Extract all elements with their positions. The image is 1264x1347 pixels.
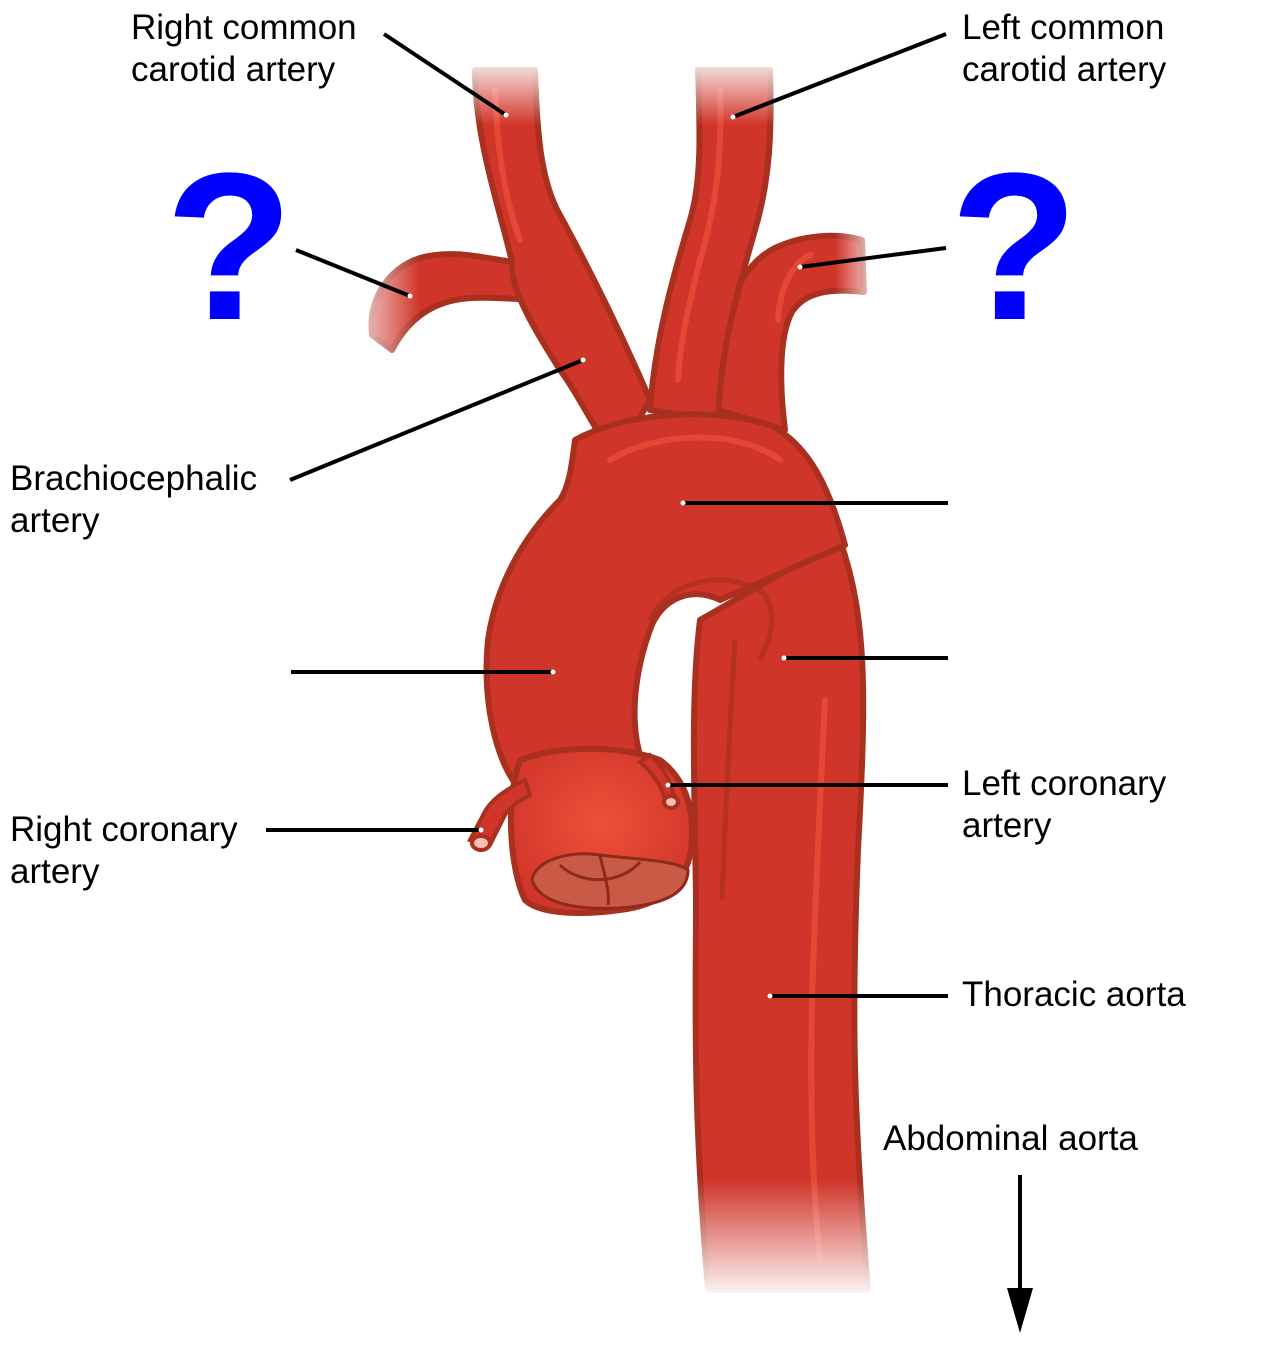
- label-right-coronary: Right coronary artery: [10, 810, 238, 891]
- question-mark-icon: ?: [950, 129, 1079, 364]
- leader-right-subclavian: [295, 248, 411, 298]
- question-mark-icon: ?: [165, 129, 294, 364]
- label-left-coronary: Left coronary artery: [962, 764, 1167, 845]
- bottom-fade: [680, 1180, 890, 1300]
- label-left-common-carotid: Left common carotid artery: [962, 8, 1167, 89]
- arch-shadow: [647, 577, 775, 901]
- aortic-valve: [530, 852, 690, 910]
- label-abdominal-aorta: Abdominal aorta: [883, 1119, 1138, 1158]
- label-thoracic-aorta: Thoracic aorta: [962, 975, 1186, 1014]
- right-fade: [835, 220, 885, 310]
- brachiocephalic-shape: [472, 67, 653, 463]
- leader-lines: [266, 32, 948, 998]
- top-fade: [460, 55, 790, 125]
- arrow-down-icon: [1007, 1175, 1033, 1333]
- leader-dots: [407, 112, 803, 999]
- leader-right-common-carotid: [382, 32, 508, 117]
- right-coronary-branch: [467, 777, 533, 852]
- left-coronary-branch: [636, 752, 680, 810]
- leader-left-common-carotid: [732, 32, 947, 119]
- left-fade: [340, 240, 420, 370]
- leader-brachiocephalic: [289, 358, 584, 482]
- leader-left-subclavian: [799, 246, 947, 269]
- label-brachiocephalic: Brachiocephalic artery: [10, 459, 258, 540]
- vessel-body: [368, 67, 871, 1293]
- descending-aorta-shape: [690, 537, 871, 1293]
- label-right-common-carotid: Right common carotid artery: [131, 8, 357, 89]
